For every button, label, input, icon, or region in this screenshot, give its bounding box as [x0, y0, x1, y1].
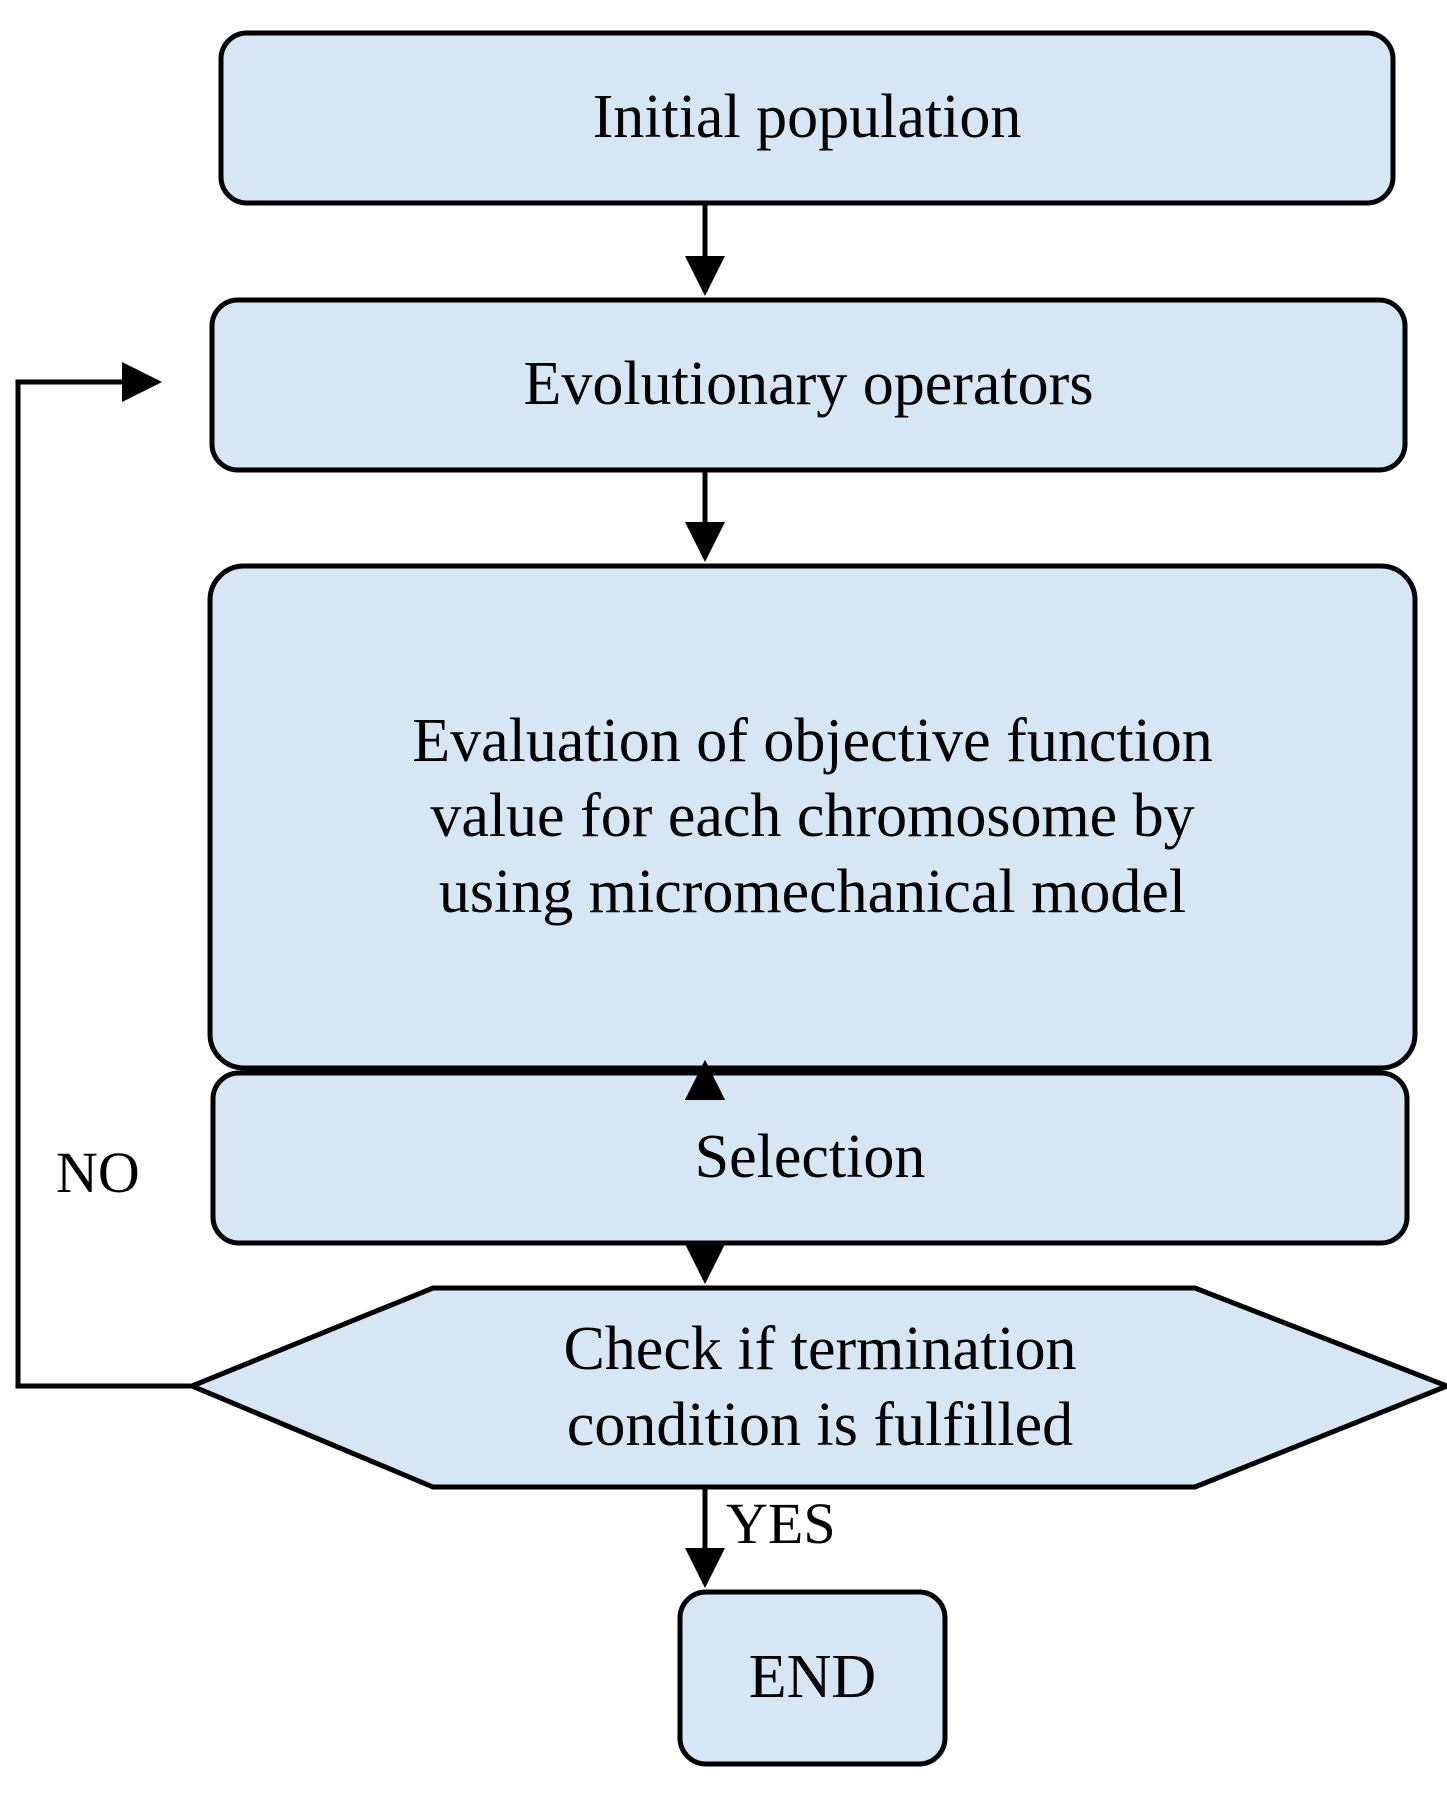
node-shape-selection[interactable] [210, 1070, 1410, 1246]
edge-label-no: NO [56, 1140, 140, 1205]
node-shape-initial-population[interactable] [218, 30, 1396, 206]
node-shape-evolutionary-operators[interactable] [209, 297, 1408, 473]
node-shape-end[interactable] [677, 1589, 948, 1767]
edge-label-yes: YES [726, 1491, 836, 1556]
edge-termination-check-no-loop [15, 362, 192, 1389]
node-shape-evaluation[interactable] [207, 563, 1418, 1071]
